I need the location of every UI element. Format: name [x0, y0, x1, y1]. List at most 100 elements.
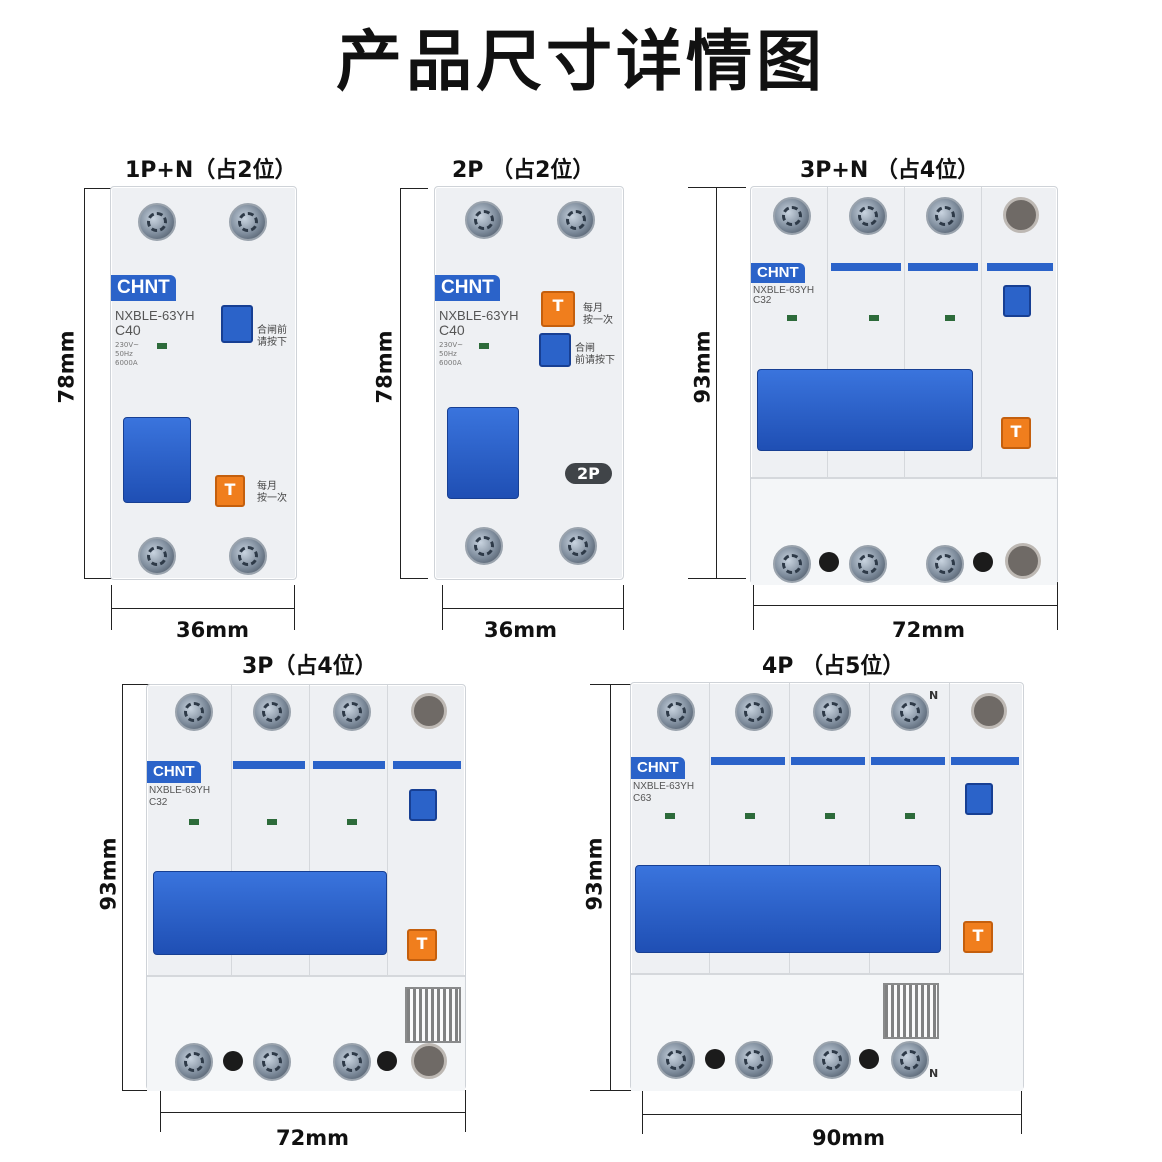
- test-button[interactable]: T: [407, 929, 437, 961]
- brand-logo: CHNT: [111, 275, 176, 301]
- product-3-width: 72mm: [892, 618, 965, 642]
- qr-code: [883, 983, 939, 1039]
- pole-badge: 2P: [565, 463, 612, 484]
- reset-button[interactable]: [1003, 285, 1031, 317]
- spec-text: 230V~ 50Hz 6000A: [115, 341, 140, 367]
- breaker-3p: CHNT NXBLE-63YH C32 T: [146, 684, 466, 1091]
- status-led: [157, 343, 167, 349]
- status-led: [745, 813, 755, 819]
- module: [869, 683, 950, 973]
- test-button[interactable]: T: [215, 475, 245, 507]
- status-led: [869, 315, 879, 321]
- terminal-hole: [377, 1051, 397, 1071]
- rating-label: C32: [753, 295, 772, 306]
- brand-logo: CHNT: [631, 757, 685, 779]
- reset-button[interactable]: [409, 789, 437, 821]
- screw-icon: [253, 693, 291, 731]
- dim-line: [400, 578, 428, 579]
- screw-icon: [926, 545, 964, 583]
- test-button[interactable]: T: [541, 291, 575, 327]
- product-1-width: 36mm: [176, 618, 249, 642]
- screw-icon: [773, 545, 811, 583]
- blue-strip: [831, 263, 901, 271]
- toggle-handle[interactable]: [123, 417, 191, 503]
- reset-button[interactable]: [221, 305, 253, 343]
- status-led: [665, 813, 675, 819]
- model-label: NXBLE-63YH: [633, 781, 695, 792]
- dim-line: [1021, 1090, 1022, 1134]
- breaker-3p-n: CHNT NXBLE-63YH C32 T: [750, 186, 1058, 585]
- product-1-label: 1P+N（占2位）: [125, 158, 297, 183]
- terminal-hole: [819, 552, 839, 572]
- dim-line: [1057, 582, 1058, 630]
- dim-line: [610, 684, 611, 1090]
- screw-icon: [813, 693, 851, 731]
- model-label: NXBLE-63YH: [115, 308, 195, 323]
- dim-line: [122, 1090, 150, 1091]
- screw-icon: [849, 545, 887, 583]
- brand-logo: CHNT: [751, 263, 805, 283]
- product-2-label: 2P （占2位）: [452, 158, 595, 183]
- terminal-hole: [1005, 543, 1041, 579]
- rating-label: C40: [439, 322, 465, 338]
- screw-icon: [813, 1041, 851, 1079]
- breaker-4p: N CHNT NXBLE-63YH C63 T N: [630, 682, 1024, 1091]
- screw-icon: [735, 693, 773, 731]
- screw-icon: [465, 527, 503, 565]
- screw-icon: [333, 693, 371, 731]
- module: [631, 683, 710, 973]
- reset-hint: 合闸 前请按下: [575, 343, 615, 366]
- test-button[interactable]: T: [1001, 417, 1031, 449]
- dim-line: [84, 188, 85, 578]
- dim-line: [160, 1090, 161, 1132]
- terminal-hole: [973, 552, 993, 572]
- model-label: NXBLE-63YH: [439, 308, 519, 323]
- neutral-mark: N: [929, 1067, 939, 1080]
- dim-line: [442, 585, 443, 630]
- test-button[interactable]: T: [963, 921, 993, 953]
- reset-button[interactable]: [965, 783, 993, 815]
- model-label: NXBLE-63YH: [149, 785, 211, 796]
- toggle-handle[interactable]: [447, 407, 519, 499]
- dim-line: [590, 1090, 638, 1091]
- screw-icon: [229, 537, 267, 575]
- screw-icon: [138, 537, 176, 575]
- product-2-width: 36mm: [484, 618, 557, 642]
- product-5-height: 93mm: [582, 837, 607, 911]
- breaker-2p: CHNT NXBLE-63YH C40 230V~ 50Hz 6000A T 每…: [434, 186, 624, 580]
- screw-icon: [926, 197, 964, 235]
- dim-line: [716, 187, 717, 578]
- product-4-label: 3P（占4位）: [242, 654, 377, 679]
- dim-line: [84, 188, 112, 189]
- module: [827, 187, 905, 477]
- test-hint: 每月 按一次: [583, 303, 613, 326]
- blue-strip: [791, 757, 865, 765]
- blue-strip: [233, 761, 305, 769]
- status-led: [189, 819, 199, 825]
- module: [904, 187, 982, 477]
- dim-line: [160, 1112, 466, 1113]
- status-led: [905, 813, 915, 819]
- terminal-hole: [971, 693, 1007, 729]
- terminal-hole: [411, 1043, 447, 1079]
- product-4-height: 93mm: [96, 837, 121, 911]
- test-hint: 每月 按一次: [257, 481, 287, 504]
- status-led: [945, 315, 955, 321]
- screw-icon: [229, 203, 267, 241]
- terminal-hole: [705, 1049, 725, 1069]
- toggle-handle[interactable]: [757, 369, 973, 451]
- terminal-hole: [1003, 197, 1039, 233]
- dim-line: [753, 582, 754, 630]
- blue-strip: [313, 761, 385, 769]
- screw-icon: [138, 203, 176, 241]
- toggle-handle[interactable]: [635, 865, 941, 953]
- toggle-handle[interactable]: [153, 871, 387, 955]
- spec-text: 230V~ 50Hz 6000A: [439, 341, 464, 367]
- product-1-height: 78mm: [54, 330, 79, 404]
- module: [231, 685, 310, 975]
- status-led: [479, 343, 489, 349]
- screw-icon: [559, 527, 597, 565]
- product-4-width: 72mm: [276, 1126, 349, 1150]
- reset-button[interactable]: [539, 333, 571, 367]
- status-led: [347, 819, 357, 825]
